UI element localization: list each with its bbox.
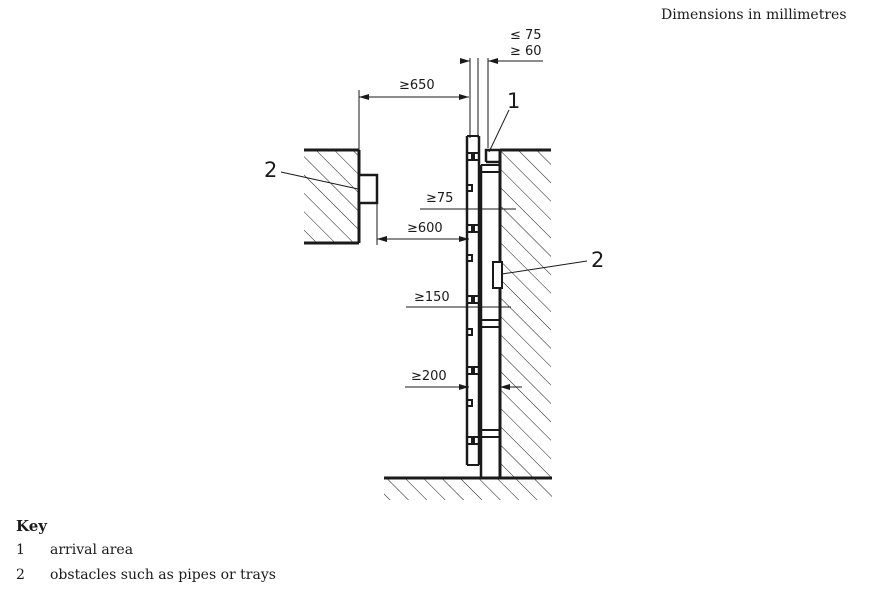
dimension-200-label: ≥200 [411,369,447,384]
left-obstacle [357,173,379,205]
dimension-top [460,58,543,148]
ladder-clearance-diagram: ≤ 75 ≥ 60 ≥650 ≥75 ≥600 ≥150 ≥200 2 1 2 [264,28,604,500]
callout-leaders [280,109,588,275]
dimension-600-label: ≥600 [407,221,443,236]
key-item: 2 obstacles such as pipes or trays [16,567,276,592]
dimension-650 [358,90,469,150]
dimension-650-label: ≥650 [399,78,435,93]
dimensions-note: Dimensions in millimetres [661,7,847,23]
callout-1: 1 [507,89,520,113]
dimension-600 [376,203,469,245]
dimension-150-label: ≥150 [414,290,450,305]
dimension-top-max: ≤ 75 [510,28,542,43]
key-item-number: 1 [16,542,25,558]
ground [384,476,552,500]
dimension-75-label: ≥75 [426,191,453,206]
callout-2-left: 2 [264,158,277,182]
callout-2-right: 2 [591,248,604,272]
right-wall [498,148,551,478]
arrival-area [484,148,500,164]
key-title: Key [16,517,47,535]
stile-rails [479,164,500,478]
key-item-text: obstacles such as pipes or trays [50,567,276,583]
key-item-text: arrival area [50,542,134,558]
key-item: 1 arrival area [16,542,276,567]
dimension-top-min: ≥ 60 [510,44,542,59]
key-item-number: 2 [16,567,25,583]
key-legend: Key 1 arrival area 2 obstacles such as p… [16,517,276,592]
ladder [465,135,481,466]
right-obstacle [492,261,503,289]
left-wall [304,148,361,245]
